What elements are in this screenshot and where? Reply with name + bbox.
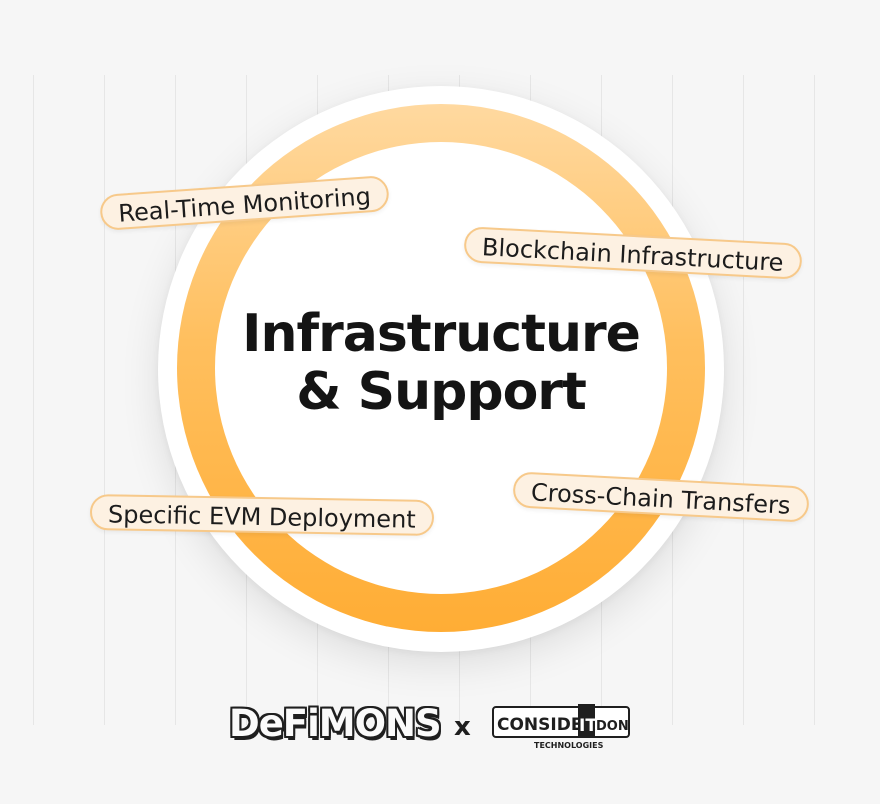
- collab-separator: x: [454, 712, 471, 742]
- logo-text-consider: CONSIDER: [497, 715, 596, 735]
- grid-line: [104, 75, 105, 725]
- center-title-line-2: & Support: [296, 362, 587, 422]
- center-title: Infrastructure & Support: [215, 305, 667, 421]
- logo-text-technologies: TECHNOLOGIES: [534, 741, 604, 750]
- logo-text-it: IT: [579, 716, 597, 736]
- grid-line: [814, 75, 815, 725]
- grid-line: [33, 75, 34, 725]
- logo-text-done: DONE: [596, 719, 630, 734]
- consider-it-done-logo: CONSIDER IT DONE TECHNOLOGIES: [492, 704, 630, 750]
- defimons-logo: DeFiMONS: [229, 702, 442, 745]
- pill-specific-evm-deployment: Specific EVM Deployment: [89, 494, 435, 536]
- center-title-line-1: Infrastructure: [242, 304, 641, 364]
- grid-line: [743, 75, 744, 725]
- footer: DeFiMONS x CONSIDER IT DONE TECHNOLOGIES: [0, 700, 880, 756]
